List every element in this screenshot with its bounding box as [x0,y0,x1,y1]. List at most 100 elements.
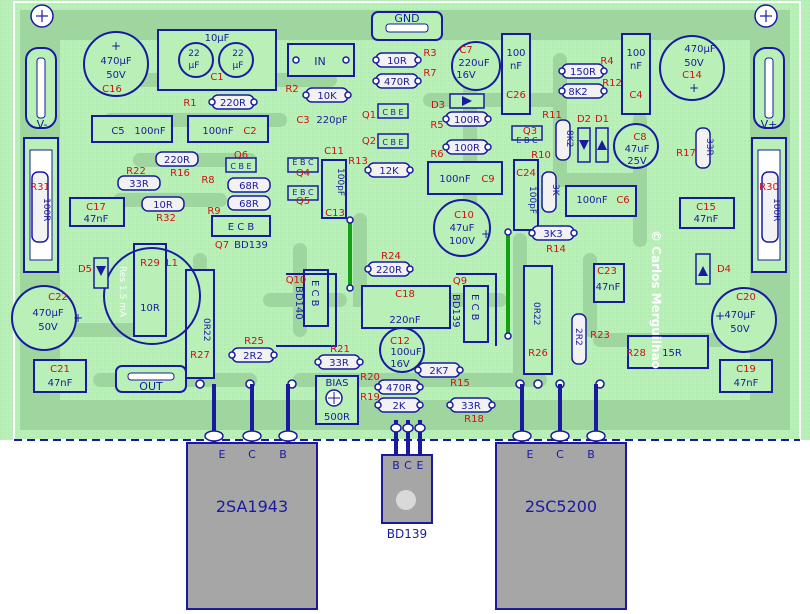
ref-d4: D4 [717,264,731,275]
ref-r24: R24 [381,251,401,262]
ref-r29: R29 [140,258,160,269]
value-c26: 100 [506,48,525,59]
pin-label: E [527,448,534,461]
ref-c3: C3 [296,115,309,126]
ref-d2: D2 [577,114,591,125]
ref-c6: C6 [616,195,629,206]
ref-r22: R22 [126,166,146,177]
inductor-coil [103,247,201,345]
value-r27: 0R22 [201,318,211,341]
vplus-label: V+ [761,118,778,131]
transistor-2sc5200-body [495,442,627,610]
ref-r5: R5 [430,120,443,131]
value-r30: 100R [771,198,781,221]
value-r22: 33R [129,179,149,190]
pin-label: B [392,459,400,472]
value-c10: 47uF [450,223,475,234]
vminus-label: V- [37,118,48,131]
value2-c4: nF [630,61,642,72]
value-r5: 100R [454,115,480,126]
value-r20: 470R [386,383,412,394]
c1-unit-right: µF [233,61,244,71]
pin-label: C [404,459,412,472]
pins-q4: E B C [292,158,314,167]
ref-q10: Q10 [286,275,307,286]
ref-r11: R11 [542,110,562,121]
ref-r7: R7 [423,68,436,79]
ref-l1: L1 [166,258,178,269]
gnd-terminal [371,11,443,41]
value-r19: 2K [393,401,406,412]
out-terminal [115,365,187,393]
value-r12: 8K2 [568,87,587,98]
value-c21: 47nF [48,378,73,389]
ref-c11: C11 [324,146,344,157]
vminus-terminal [25,47,57,129]
value-r29: 10R [140,303,160,314]
transistor-2sa1943-body [186,442,318,610]
transistor-bd139-label: BD139 [387,527,427,541]
value-c22: 470µF [32,308,63,319]
value-c19: 47nF [734,378,759,389]
transistor-2sc5200-label: 2SC5200 [525,497,597,516]
pins-q3: E B C [516,136,538,145]
value-r25: 2R2 [243,351,263,362]
value2-c26: nF [510,61,522,72]
value-c2: 100nF [202,126,233,137]
value-r23: 2R2 [573,328,583,346]
pins-q10: E C B [309,280,320,307]
ref-r16: R16 [170,168,190,179]
value-r2: 10K [317,91,337,102]
value2-c7: 16V [456,70,476,81]
transistor-2sa1943-label: 2SA1943 [216,497,288,516]
pin-label: E [417,459,424,472]
value-r13: 12K [379,166,399,177]
ref-r17: R17 [676,148,696,159]
value-r4: 150R [570,67,596,78]
value-r10: 3K [550,184,560,197]
ref-q7: Q7 [215,240,229,251]
electrolytic-capacitors [11,31,777,373]
pin-label: E [219,448,226,461]
value-q9: BD139 [450,294,461,328]
ref-r10: R10 [531,150,551,161]
ref-r23: R23 [590,330,610,341]
value-c11: 100pF [335,168,345,196]
ref-c12: C12 [390,336,410,347]
value-r3: 10R [387,56,407,67]
ref-c14: C14 [682,70,702,81]
ref-c2: C2 [243,126,256,137]
value-r14: 3K3 [543,229,562,240]
ref-c26: C26 [506,90,526,101]
ref-r27: R27 [190,350,210,361]
ref-c23: C23 [597,266,617,277]
value-q10: BD140 [293,286,304,320]
c1-box [157,29,277,91]
value-r26: 0R22 [531,302,541,325]
ref-r6: R6 [430,149,443,160]
ref-c21: C21 [50,364,70,375]
value-c24: 100pF [527,186,537,214]
ref-d5: D5 [78,264,92,275]
value-c4: 100 [626,48,645,59]
pin-label: C [556,448,564,461]
ref-r9: R9 [207,206,220,217]
value2-c8: 25V [627,156,647,167]
ref-r3: R3 [423,48,436,59]
value-r31: 100R [41,198,51,221]
value-r17: 33R [704,138,714,156]
ref-d1: D1 [595,114,609,125]
value-r24: 220R [376,265,402,276]
value-c9: 100nF [439,174,470,185]
ref-r14: R14 [546,244,566,255]
value-r32: 10R [153,200,173,211]
value-c3: 220pF [316,115,347,126]
ref-r21: R21 [330,344,350,355]
ref-q5: Q5 [296,196,310,207]
fuse-text: Res 1.5 mA [117,266,127,318]
ref-r1: R1 [183,98,196,109]
ref-c1: C1 [210,72,223,83]
ref-r2: R2 [285,84,298,95]
ref-r28: R28 [626,348,646,359]
